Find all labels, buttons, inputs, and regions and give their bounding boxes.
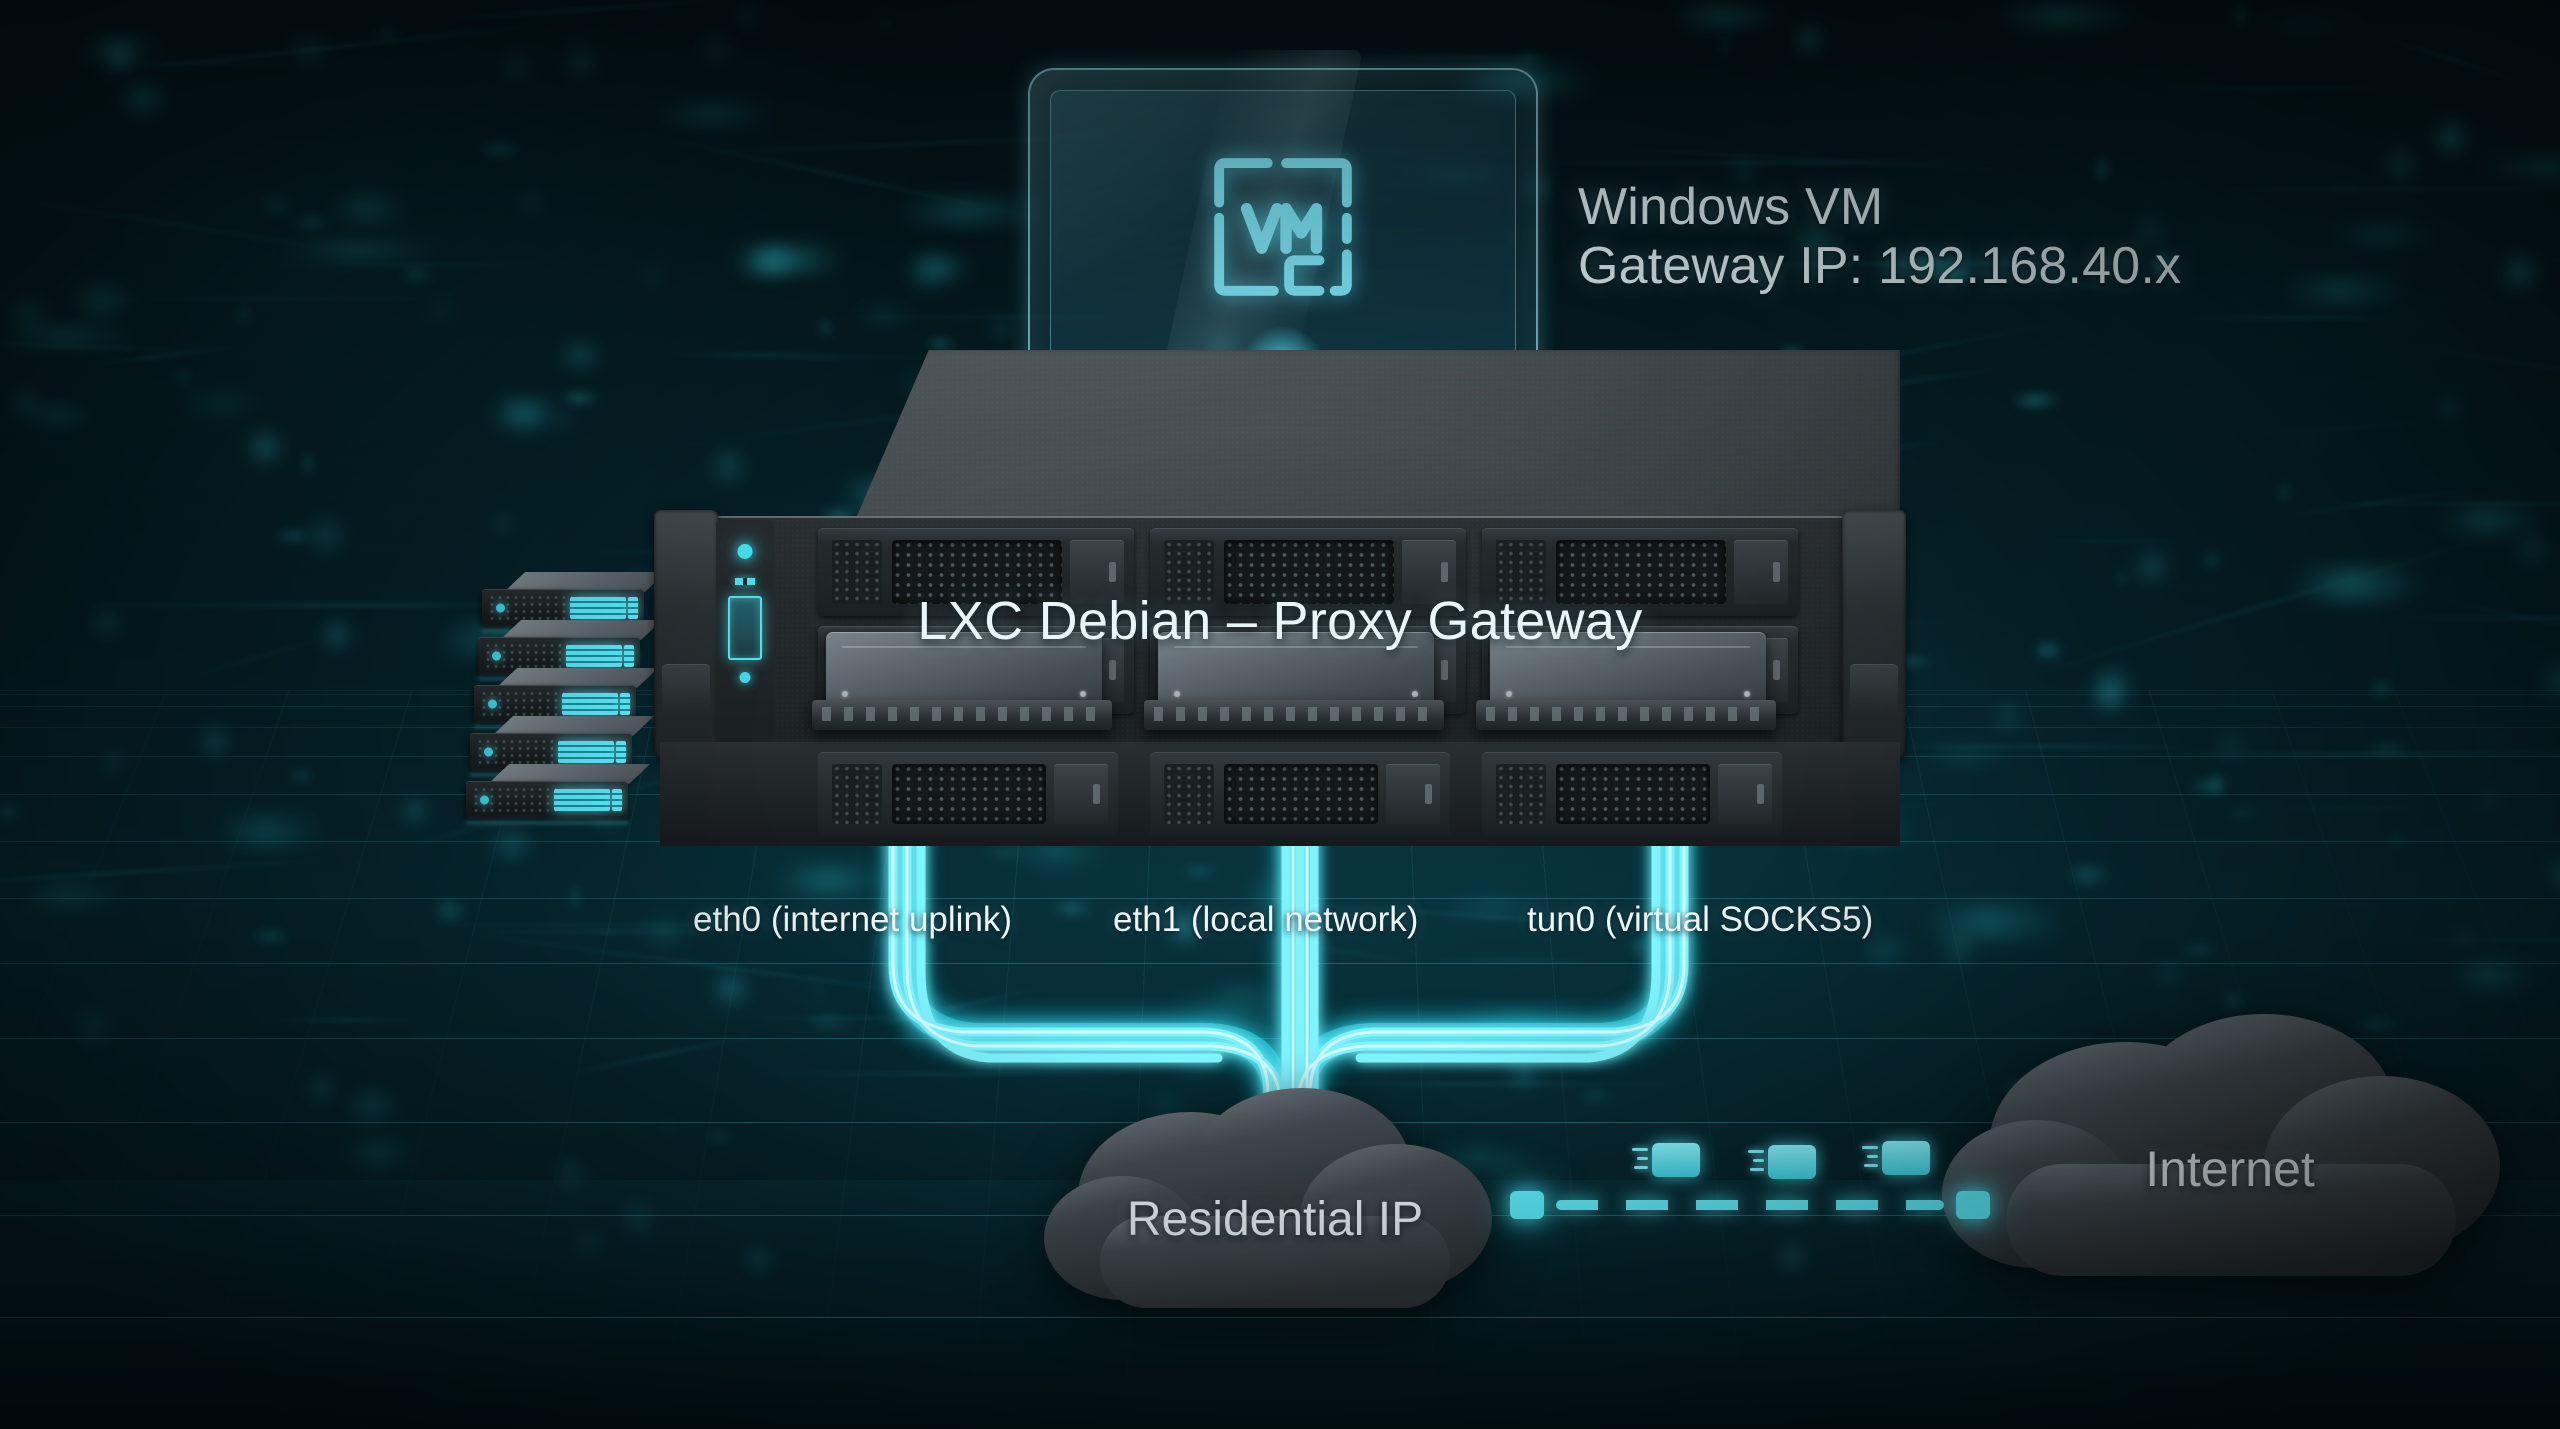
vm-label-line1: Windows VM [1578, 178, 1884, 236]
interface-label-eth0: eth0 (internet uplink) [693, 900, 1013, 939]
page-title: LXC Debian – Proxy Gateway [917, 591, 1643, 651]
cloud-internet: Internet [1930, 1012, 2530, 1324]
data-packet-icon [1748, 1145, 1816, 1179]
power-led-icon [737, 544, 753, 559]
vm-label: Windows VM Gateway IP: 192.168.40.x [1578, 178, 2181, 296]
interface-label-eth1: eth1 (local network) [1113, 900, 1419, 939]
interface-label-tun0: tun0 (virtual SOCKS5) [1527, 900, 1874, 939]
cloud-internet-label: Internet [2145, 1141, 2315, 1197]
vm-monitor-icon [1028, 50, 1538, 552]
link-endpoint-right-icon [1956, 1191, 1990, 1219]
activity-led-icon [739, 672, 751, 683]
link-endpoint-left-icon [1510, 1191, 1544, 1219]
internet-link-dashed [1510, 1141, 1990, 1225]
cloud-residential-ip: Residential IP [1040, 1088, 1510, 1348]
data-packet-icon [1632, 1143, 1700, 1177]
cloud-residential-label: Residential IP [1126, 1193, 1424, 1246]
server-stack-icon [466, 572, 666, 832]
vm-badge-icon [1207, 151, 1359, 303]
data-packet-icon [1862, 1141, 1930, 1175]
vm-label-line2: Gateway IP: 192.168.40.x [1578, 236, 2182, 295]
link-dashes [1556, 1200, 1944, 1210]
status-led-icon [735, 578, 755, 585]
